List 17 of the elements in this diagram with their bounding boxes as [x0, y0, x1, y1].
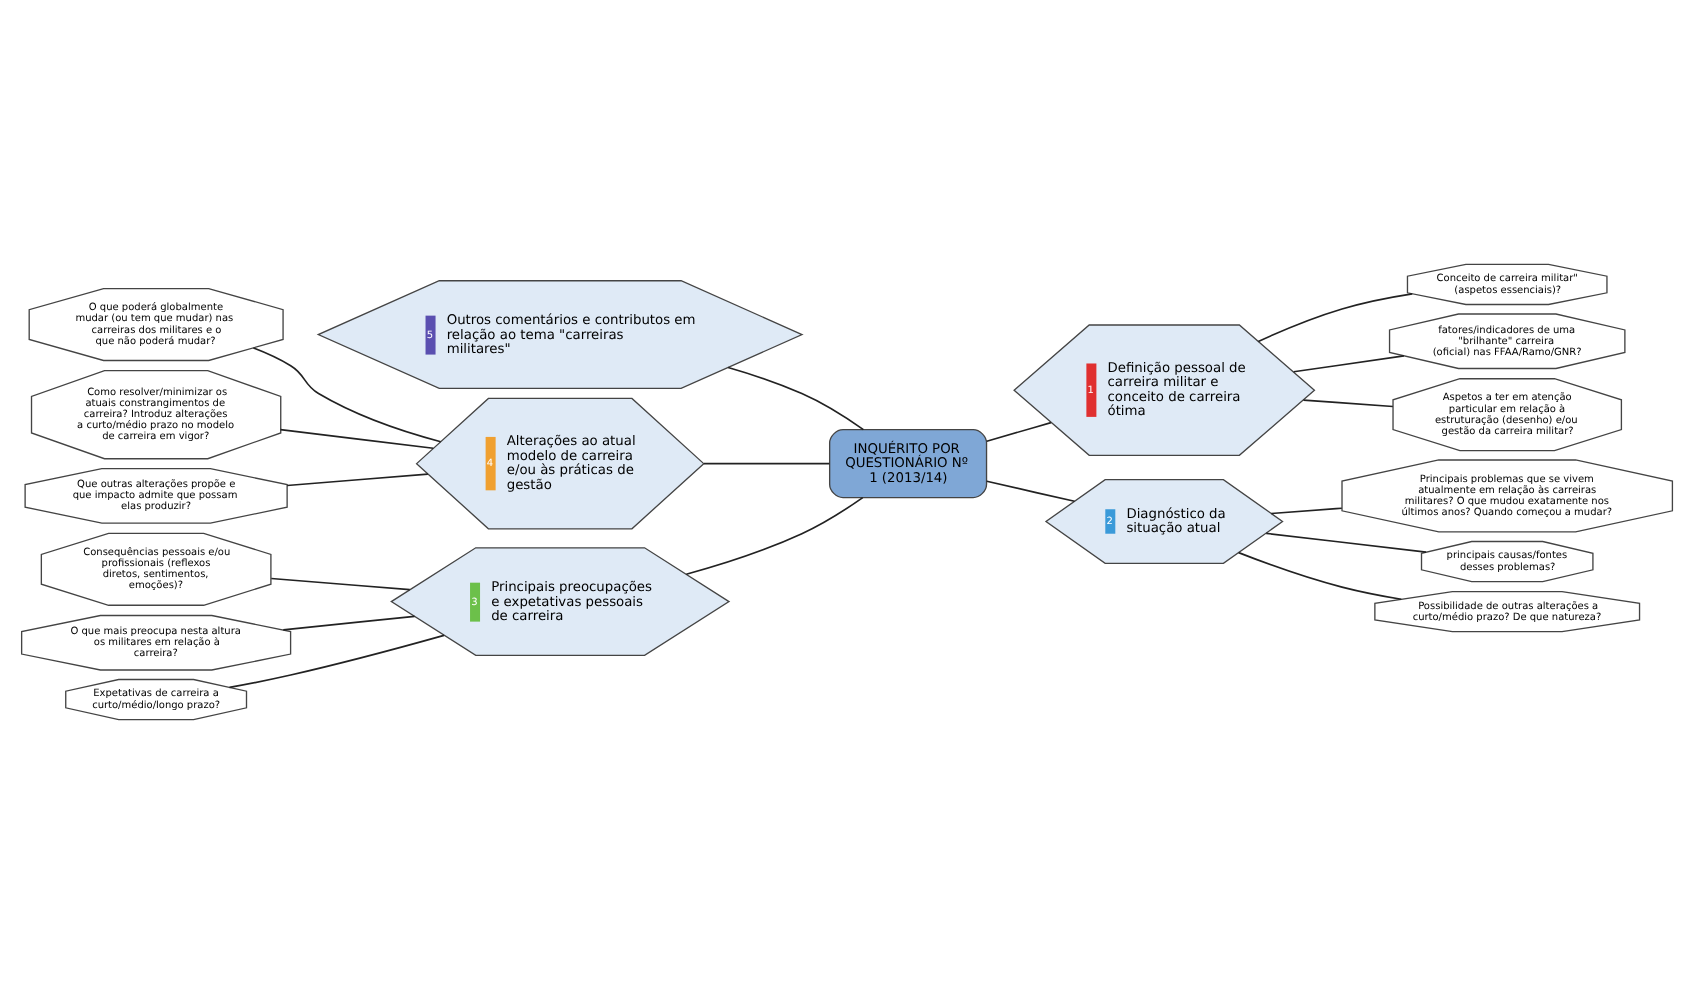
connector [282, 615, 416, 631]
connector [228, 634, 445, 689]
connector [1257, 293, 1414, 343]
connector [1265, 532, 1427, 553]
connector [252, 347, 442, 443]
connector [703, 462, 831, 465]
connector [270, 577, 411, 591]
connector [985, 421, 1052, 443]
connector [985, 480, 1076, 503]
connector [1302, 399, 1394, 408]
connector [727, 366, 865, 431]
connector [685, 496, 864, 576]
connector [1237, 551, 1403, 601]
connector [286, 473, 429, 487]
connector [279, 428, 435, 450]
connector [1270, 507, 1343, 515]
connector [1292, 355, 1405, 373]
